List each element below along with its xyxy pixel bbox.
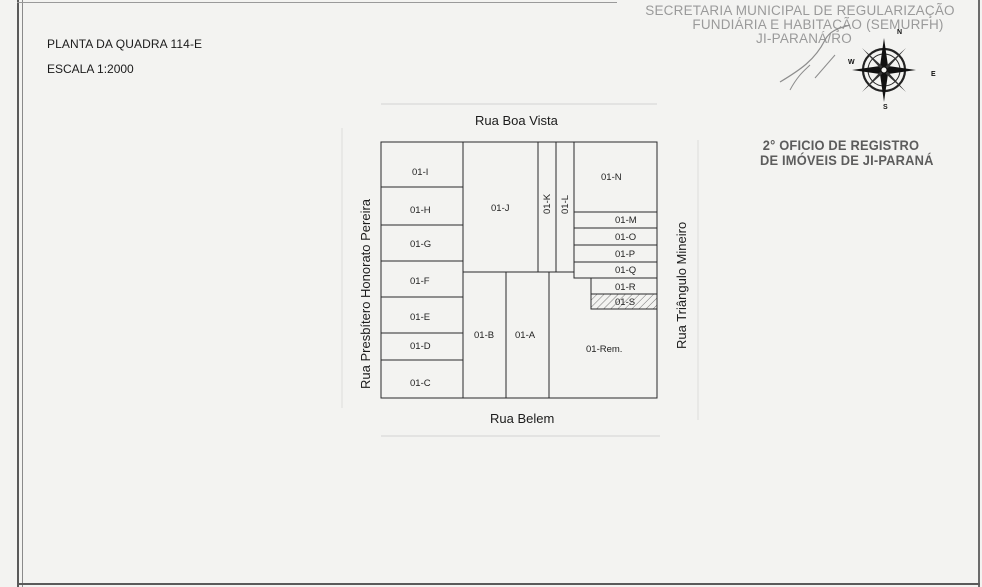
lot-label-m: 01-M <box>615 215 637 226</box>
frame-border-left <box>17 0 19 587</box>
lot-label-e: 01-E <box>410 312 430 323</box>
stamp-line-2: FUNDIÁRIA E HABITAÇÃO (SEMURFH) <box>692 17 944 32</box>
registry-office-stamp: 2° OFICIO DE REGISTRO DE IMÓVEIS DE JI-P… <box>760 138 934 168</box>
street-label-right: Rua Triângulo Mineiro <box>674 222 689 349</box>
lot-label-r: 01-R <box>615 282 636 293</box>
compass-rose-icon: N S E W <box>848 29 936 110</box>
office-line-2: DE IMÓVEIS DE JI-PARANÁ <box>760 152 934 168</box>
lot-label-i: 01-I <box>412 167 428 178</box>
lot-label-f: 01-F <box>410 276 430 287</box>
frame-border-bottom <box>17 583 980 585</box>
lot-label-h: 01-H <box>410 205 431 216</box>
lot-label-k: 01-K <box>542 193 553 214</box>
compass-north: N <box>897 29 902 36</box>
frame-border-right <box>978 0 980 587</box>
plan-title: PLANTA DA QUADRA 114-E <box>47 37 203 51</box>
stamp-line-1: SECRETARIA MUNICIPAL DE REGULARIZAÇÃO <box>645 3 955 18</box>
lot-label-a: 01-A <box>515 330 536 341</box>
lot-label-j: 01-J <box>491 203 510 214</box>
street-label-top: Rua Boa Vista <box>475 113 559 128</box>
frame-border-top <box>17 2 617 3</box>
lot-label-c: 01-C <box>410 378 431 389</box>
lot-label-n: 01-N <box>601 172 622 183</box>
lot-01-i <box>380 141 464 188</box>
office-line-1: 2° OFICIO DE REGISTRO <box>762 137 920 153</box>
compass-south: S <box>883 104 888 110</box>
street-label-left: Rua Presbítero Honorato Pereira <box>358 198 373 389</box>
compass-east: E <box>931 71 936 78</box>
lot-label-rem: 01-Rem. <box>586 344 622 355</box>
lot-01-rem <box>549 271 657 310</box>
frame-border-left-inner <box>22 0 23 587</box>
lot-label-p: 01-P <box>615 249 635 260</box>
street-label-bottom: Rua Belem <box>490 411 554 426</box>
lot-label-s: 01-S <box>615 297 635 308</box>
secretaria-stamp: SECRETARIA MUNICIPAL DE REGULARIZAÇÃO FU… <box>610 4 982 46</box>
stamp-signature <box>779 24 851 91</box>
lot-label-b: 01-B <box>474 330 494 341</box>
lot-label-g: 01-G <box>410 239 431 250</box>
lot-label-d: 01-D <box>410 341 431 352</box>
lot-label-l: 01-L <box>560 195 571 214</box>
compass-west: W <box>848 59 855 66</box>
lot-label-q: 01-Q <box>615 265 636 276</box>
lot-label-o: 01-O <box>615 232 636 243</box>
plan-scale: ESCALA 1:2000 <box>47 62 134 76</box>
lot-01-a <box>505 271 550 399</box>
